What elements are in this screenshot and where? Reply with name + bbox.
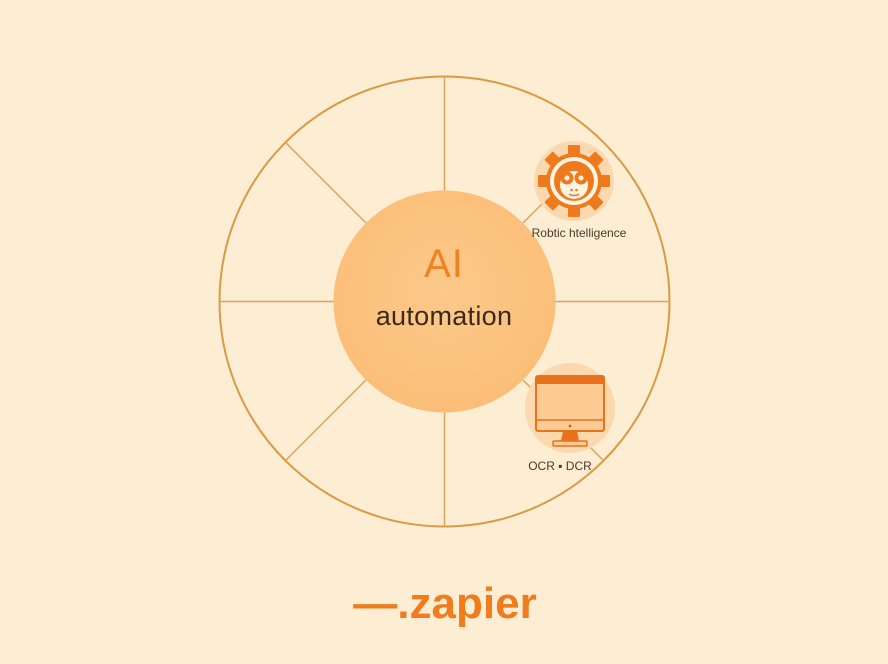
monitor-icon [535,375,605,447]
robot-gear-icon [538,145,610,217]
zapier-logo: —.zapier [353,579,537,628]
node-ocr-dcr [525,363,615,453]
spoke-upper-right [522,200,546,224]
node-label-ocr-dcr: OCR ▪ DCR [528,459,592,473]
spoke-upper-left [284,141,367,224]
node-label-robotic-intelligence: Robtic htelligence [531,226,627,240]
hub-title: AI [424,242,464,286]
node-robotic-intelligence [534,141,614,221]
hub-subtitle: automation [375,301,513,331]
hub-circle [333,190,556,413]
spoke-lower-left [284,379,367,462]
